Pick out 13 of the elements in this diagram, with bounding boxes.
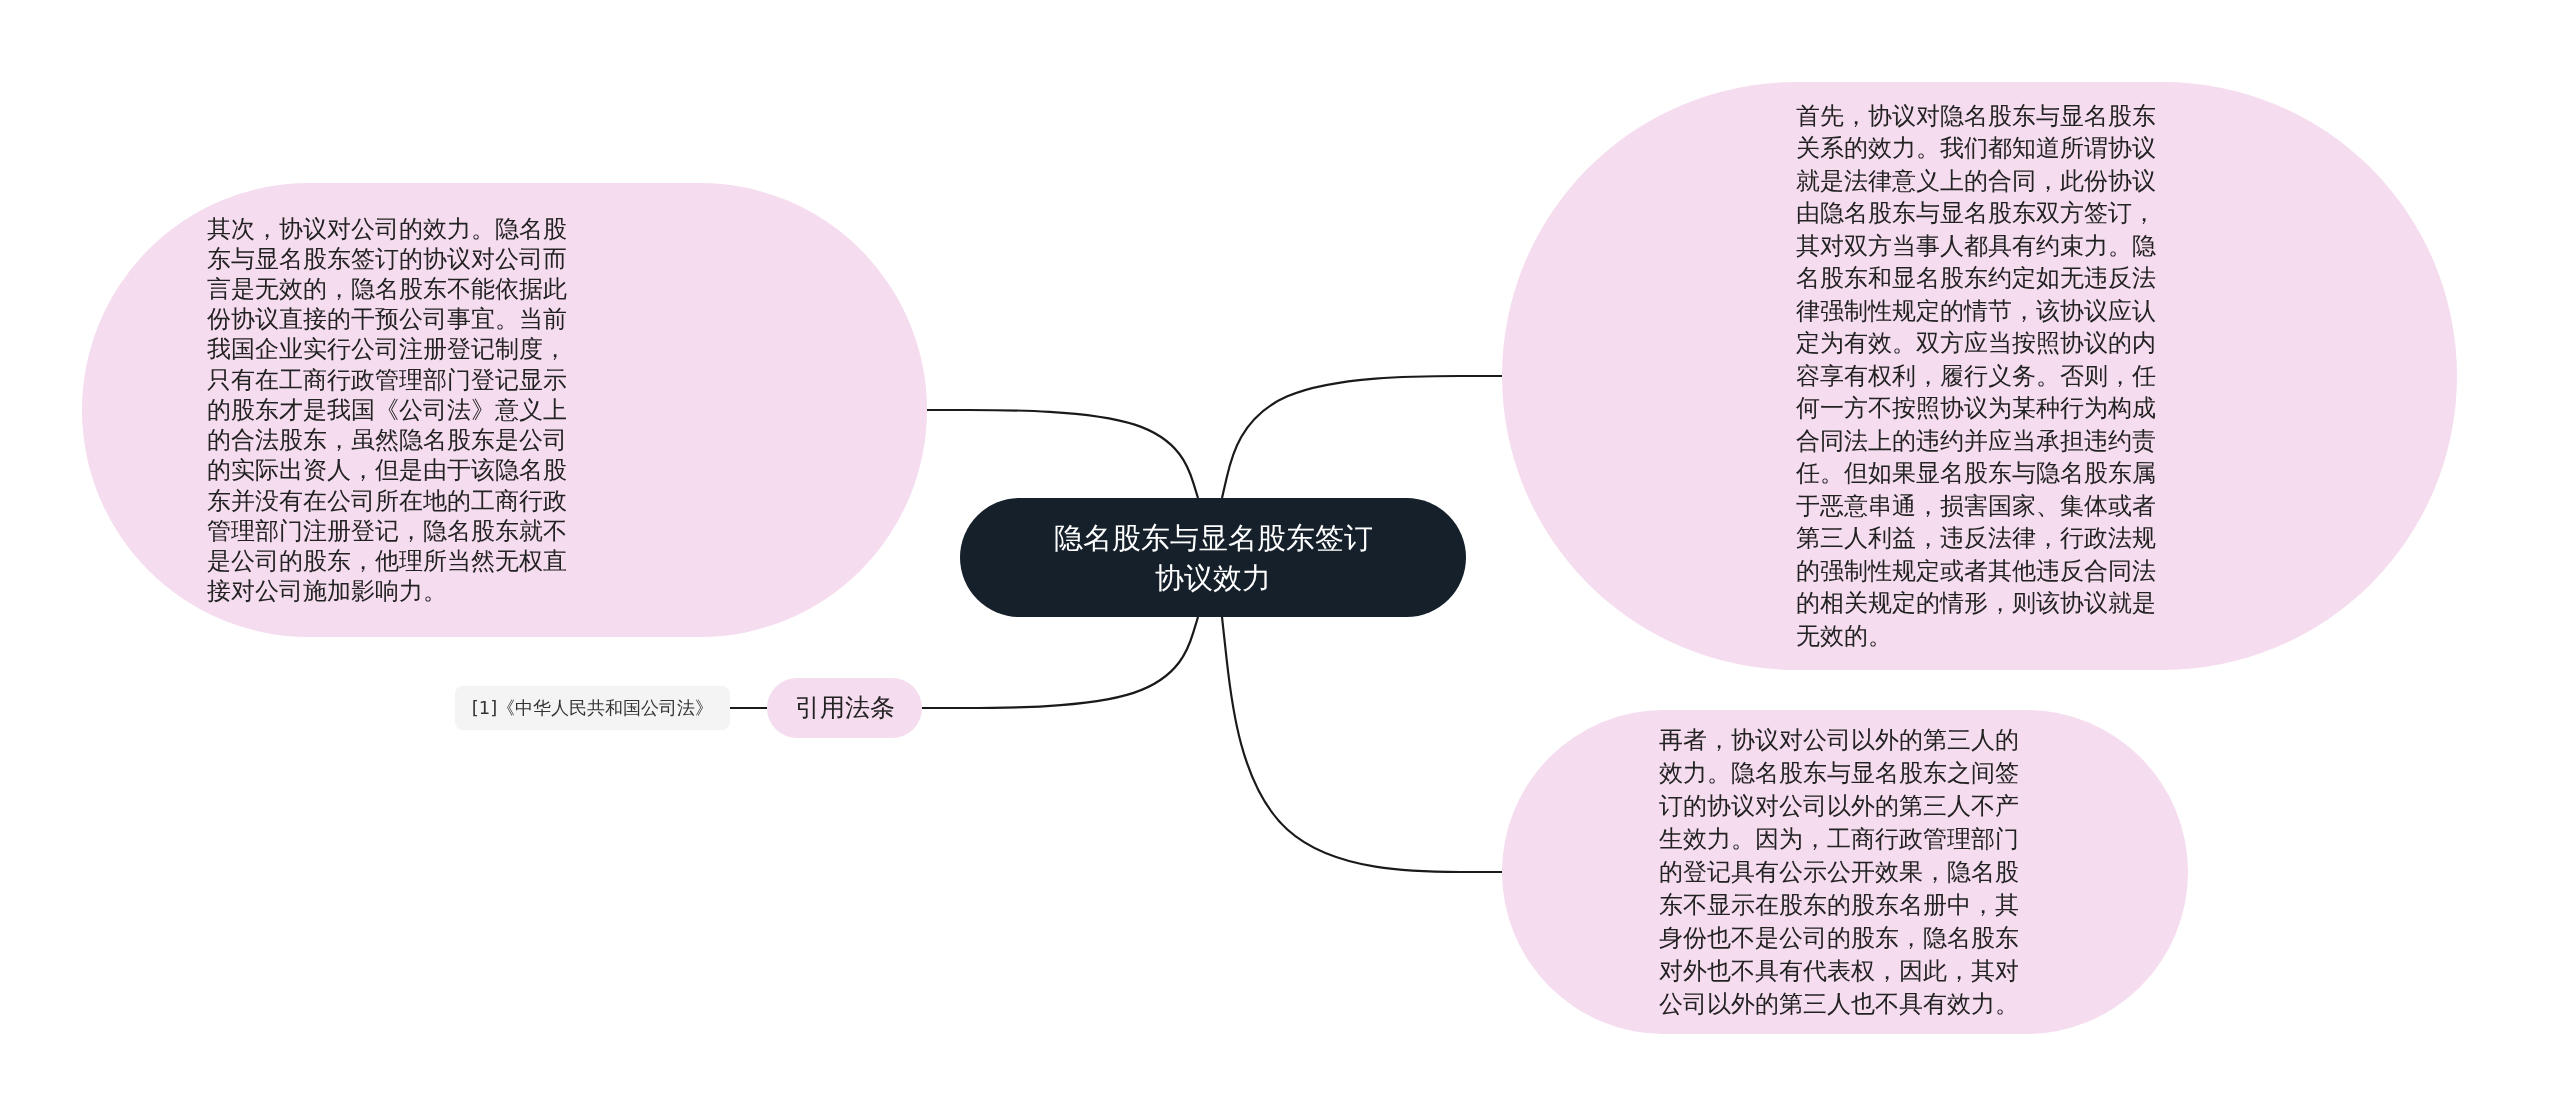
connector-line [927, 408, 1200, 500]
citation-box [455, 686, 730, 730]
topic-text: 再者，协议对公司以外的第三人的效力。隐名股东与显名股东之间签订的协议对公司以外的第三人不产生效力。因为，工商行政管理部门的登记具有公示公开效果，隐名股东不显示在股东的股东名册中，其身份也不是公司的股东，隐名股东对外也不具有代表权，因此，其对公司以外的第三人也不具有效力。 [1659, 724, 2020, 1020]
citation-text: [1]《中华人民共和国公司法》 [470, 696, 715, 720]
connector-line [730, 706, 767, 710]
subtopic-node [767, 678, 922, 738]
connector-line [1220, 374, 1502, 500]
topic-title: 隐名股东与显名股东签订协议效力 [1052, 519, 1374, 597]
connector-line [1220, 615, 1502, 874]
topic-text: 其次，协议对公司的效力。隐名股东与显名股东签订的协议对公司而言是无效的，隐名股东不能依据此份协议直接的干预公司事宜。当前我国企业实行公司注册登记制度，只有在工商行政管理部门登记显示的股东才是我国《公司法》意义上的合法股东，虽然隐名股东是公司的实际出资人，但是由于该隐名股东并没有在公司所在地的工商行政管理部门注册登记，隐名股东就不是公司的股东，他理所当然无权直接对公司施加影响力。 [207, 213, 568, 607]
subtopic-title: 引用法条 [793, 693, 896, 723]
topic-text: 首先，协议对隐名股东与显名股东关系的效力。我们都知道所谓协议就是法律意义上的合同，此份协议由隐名股东与显名股东双方签订，其对双方当事人都具有约束力。隐名股东和显名股东约定如无违反法律强制性规定的情节，该协议应认定为有效。双方应当按照协议的内容享有权利，履行义务。否则，任何一方不按照协议为某种行为构成合同法上的违约并应当承担违约责任。但如果显名股东与隐名股东属于恶意串通，损害国家、集体或者第三人利益，违反法律，行政法规的强制性规定或者其他违反合同法的相关规定的情形，则该协议就是无效的。 [1795, 100, 2157, 652]
connector-line [922, 615, 1200, 710]
